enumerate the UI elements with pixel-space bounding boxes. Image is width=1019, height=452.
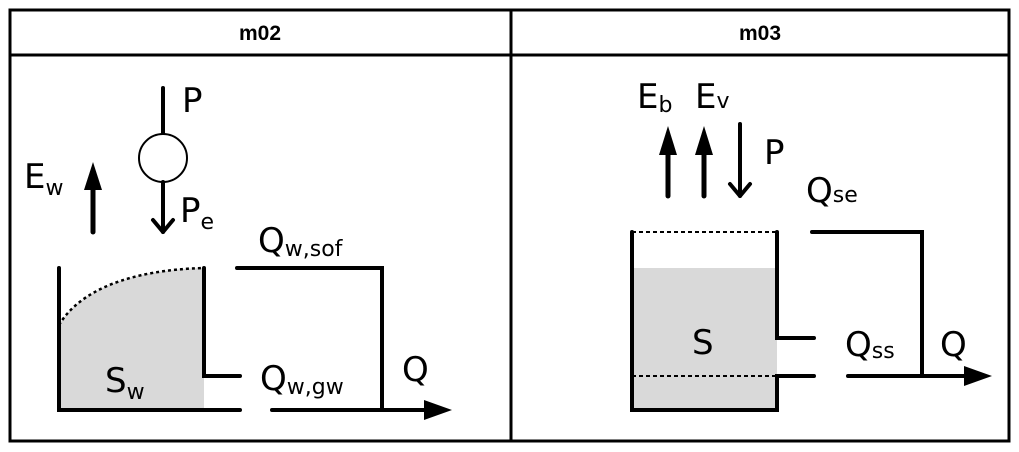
- m03-label-Qss: Qss: [845, 325, 895, 365]
- m03-label-S: S: [692, 323, 714, 363]
- m02-outflow-arrowhead: [424, 400, 452, 420]
- m03-diagram: Eb Ev P Qse S Qss Q: [630, 77, 992, 412]
- m03-storage-fill: [632, 268, 777, 410]
- m02-overflow-path: [235, 266, 384, 412]
- m03-label-P: P: [764, 133, 785, 173]
- m03-label-Qse: Qse: [806, 171, 858, 211]
- m02-label-Pe: Pe: [180, 191, 214, 235]
- m02-label-Ew: Ew: [24, 157, 63, 201]
- m03-outflow-arrowhead: [964, 366, 992, 386]
- m03-Eb-arrowhead: [659, 126, 677, 155]
- m02-effective-precip-arrowhead: [151, 218, 175, 234]
- m02-evap-arrowhead: [84, 162, 102, 190]
- m03-Ev-arrowhead: [695, 126, 713, 155]
- header-m02: m02: [239, 22, 281, 45]
- m02-label-Qgw: Qw,gw: [260, 359, 344, 400]
- m03-bucket: [630, 230, 816, 412]
- m02-storage-fill: [59, 268, 204, 410]
- m03-P-arrowhead: [728, 182, 752, 198]
- m02-interception-node: [138, 133, 188, 183]
- m02-label-Q: Q: [402, 350, 429, 390]
- m03-label-Ev: Ev: [695, 77, 730, 117]
- m02-capacity-curve: [57, 266, 205, 326]
- m02-diagram: P Pe Ew Sw Qw,sof Qw,gw Q: [24, 81, 452, 420]
- m03-overflow-path: [810, 230, 924, 378]
- m02-bucket: [57, 266, 242, 412]
- m02-bucket-right-wall: [202, 266, 242, 378]
- m02-label-Sw: Sw: [105, 361, 145, 405]
- m03-label-Q: Q: [940, 325, 967, 365]
- m03-bucket-right-wall: [775, 230, 816, 340]
- table-frame: [8, 8, 1011, 443]
- m02-label-P: P: [182, 81, 203, 121]
- m02-label-Qsof: Qw,sof: [258, 221, 344, 262]
- header-m03: m03: [739, 22, 781, 45]
- m03-label-Eb: Eb: [637, 77, 672, 118]
